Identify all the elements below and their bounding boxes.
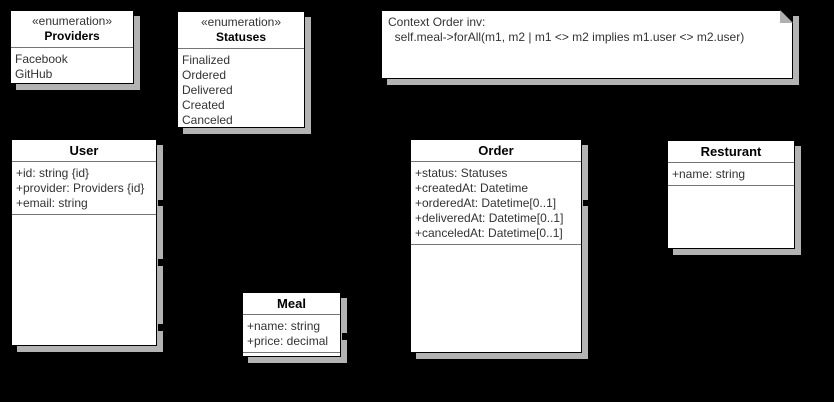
- connector-stub: [342, 333, 348, 340]
- class-box-order[interactable]: Order +status: Statuses +createdAt: Date…: [410, 139, 582, 353]
- enum-value: Facebook: [15, 52, 68, 66]
- connector-stub: [158, 324, 164, 331]
- class-title-meal: Meal: [243, 293, 340, 315]
- enum-box-providers[interactable]: «enumeration» Providers Facebook GitHub: [10, 10, 134, 84]
- class-order-attributes: +status: Statuses +createdAt: Datetime +…: [411, 162, 581, 245]
- enum-statuses-name: Statuses: [215, 30, 267, 44]
- enum-providers-stereotype: «enumeration»: [31, 14, 113, 28]
- class-meal-attributes: +name: string +price: decimal: [243, 315, 340, 353]
- class-order-methods-empty: [411, 245, 581, 352]
- enum-value: Finalized: [182, 53, 231, 67]
- class-title-user: User: [12, 140, 156, 162]
- ocl-constraint-note[interactable]: Context Order inv: self.meal->forAll(m1,…: [381, 10, 793, 79]
- enum-value: Ordered: [182, 68, 227, 82]
- class-title-order: Order: [411, 140, 581, 162]
- class-title-resturant: Resturant: [668, 141, 794, 163]
- enum-statuses-header: «enumeration» Statuses: [178, 12, 304, 49]
- class-box-resturant[interactable]: Resturant +name: string: [667, 140, 795, 249]
- attribute-line: +id: string {id}: [16, 166, 90, 180]
- enum-statuses-values: Finalized Ordered Delivered Created Canc…: [178, 49, 304, 131]
- class-resturant-methods-empty: [668, 186, 794, 248]
- attribute-line: +deliveredAt: Datetime[0..1]: [415, 211, 564, 225]
- enum-value: GitHub: [15, 67, 53, 81]
- enum-value: Created: [182, 98, 225, 112]
- enum-providers-name: Providers: [44, 29, 100, 43]
- class-user-attributes: +id: string {id} +provider: Providers {i…: [12, 162, 156, 215]
- connector-stub: [158, 200, 164, 206]
- connector-stub: [583, 200, 589, 206]
- enum-statuses-stereotype: «enumeration»: [200, 15, 282, 29]
- class-box-user[interactable]: User +id: string {id} +provider: Provide…: [11, 139, 157, 346]
- note-text-line: Context Order inv:: [388, 15, 486, 29]
- class-user-methods-empty: [12, 215, 156, 345]
- attribute-line: +price: decimal: [247, 334, 329, 348]
- enum-value: Delivered: [182, 83, 233, 97]
- class-resturant-attributes: +name: string: [668, 163, 794, 186]
- attribute-line: +email: string: [16, 196, 88, 210]
- attribute-line: +orderedAt: Datetime[0..1]: [415, 196, 557, 210]
- attribute-line: +canceledAt: Datetime[0..1]: [415, 226, 563, 240]
- class-box-meal[interactable]: Meal +name: string +price: decimal: [242, 292, 341, 357]
- enum-value: Canceled: [182, 113, 233, 127]
- connector-stub: [158, 259, 164, 266]
- enum-providers-header: «enumeration» Providers: [11, 11, 133, 48]
- attribute-line: +createdAt: Datetime: [415, 181, 529, 195]
- attribute-line: +name: string: [247, 319, 321, 333]
- attribute-line: +provider: Providers {id}: [16, 181, 145, 195]
- enum-providers-values: Facebook GitHub: [11, 48, 133, 85]
- enum-box-statuses[interactable]: «enumeration» Statuses Finalized Ordered…: [177, 11, 305, 128]
- note-corner-cut: [780, 10, 793, 23]
- note-text-line: self.meal->forAll(m1, m2 | m1 <> m2 impl…: [388, 30, 745, 44]
- attribute-line: +name: string: [672, 167, 746, 181]
- attribute-line: +status: Statuses: [415, 166, 508, 180]
- class-meal-methods-empty: [243, 353, 340, 356]
